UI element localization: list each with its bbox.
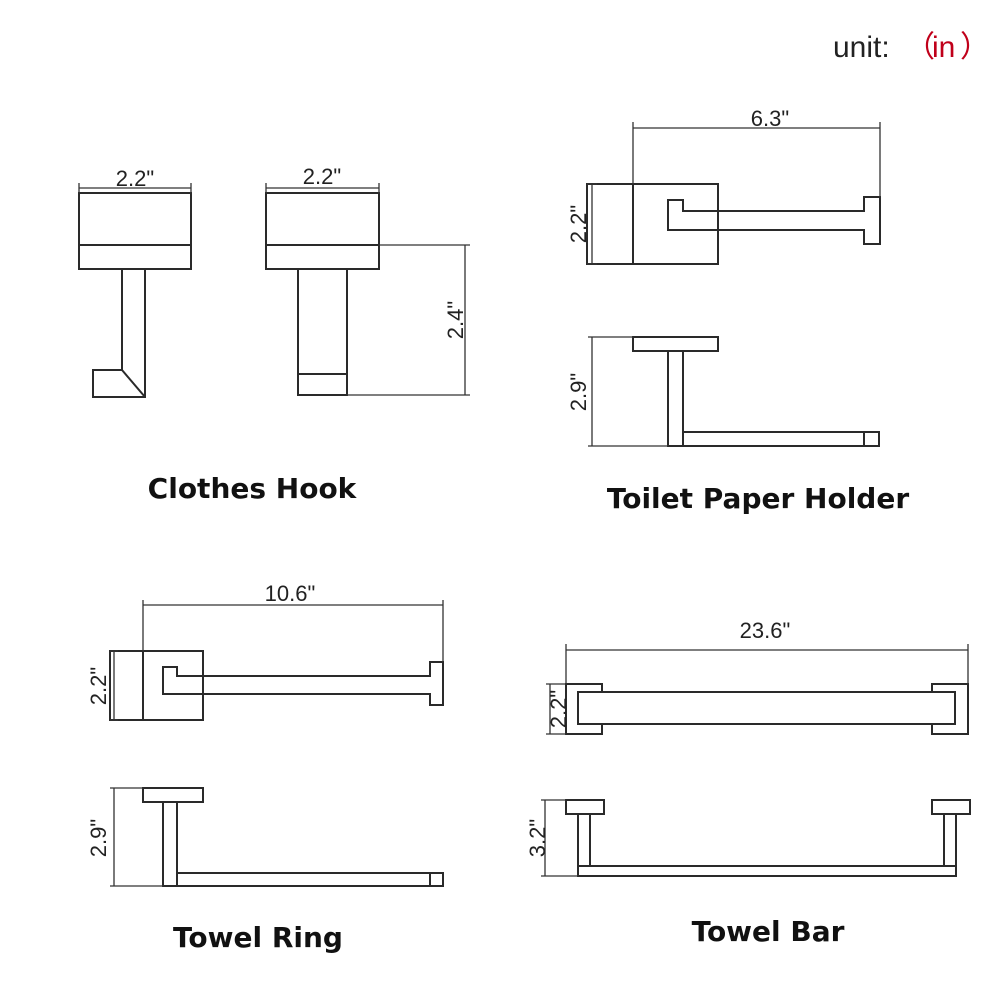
towel-bar-drawing: 23.6" 2.2" 3.2" Towel Bar: [525, 618, 971, 948]
clothes-hook-width-a-label: 2.2": [116, 166, 154, 191]
clothes-hook-front-view: [265, 192, 380, 396]
unit-value: in: [932, 31, 955, 64]
towel-ring-top-view: [109, 650, 444, 721]
clothes-hook-side-view: [78, 192, 192, 398]
unit-label: unit: （ in ）: [833, 31, 990, 64]
toilet-paper-holder-title: Toilet Paper Holder: [607, 482, 909, 515]
towel-ring-height-dimension: 2.9": [86, 787, 163, 887]
towel-ring-length-label: 10.6": [265, 581, 316, 606]
towel-bar-width-label: 2.2": [546, 690, 571, 728]
towel-ring-side-view: [142, 787, 444, 887]
towel-bar-height-dimension: 3.2": [525, 799, 578, 877]
toilet-paper-holder-height-label: 2.9": [566, 373, 591, 411]
towel-bar-length-label: 23.6": [740, 618, 791, 643]
towel-bar-side-view: [565, 799, 971, 877]
clothes-hook-drawing: 2.2" 2.2" 2.4" Clothes Hook: [78, 164, 470, 505]
towel-ring-width-label: 2.2": [86, 667, 111, 705]
clothes-hook-width-dimension-a: 2.2": [78, 166, 192, 193]
clothes-hook-title: Clothes Hook: [148, 472, 358, 505]
towel-ring-height-label: 2.9": [86, 819, 111, 857]
unit-close-paren: ）: [960, 31, 990, 64]
towel-bar-height-label: 3.2": [525, 819, 550, 857]
unit-open-paren: （: [905, 31, 935, 64]
towel-ring-title: Towel Ring: [173, 921, 343, 954]
toilet-paper-holder-top-view: [586, 183, 881, 265]
toilet-paper-holder-height-dimension: 2.9": [566, 336, 668, 447]
towel-ring-width-dimension: 2.2": [86, 650, 118, 721]
clothes-hook-height-dimension: 2.4": [347, 244, 470, 396]
towel-ring-drawing: 10.6" 2.2" 2.9" Towel Ring: [86, 581, 444, 954]
toilet-paper-holder-width-dimension: 2.2": [566, 183, 597, 265]
clothes-hook-width-dimension-b: 2.2": [265, 164, 380, 193]
towel-bar-width-dimension: 2.2": [546, 683, 571, 735]
toilet-paper-holder-side-view: [632, 336, 880, 447]
towel-bar-length-dimension: 23.6": [565, 618, 969, 684]
unit-prefix: unit:: [833, 31, 890, 64]
towel-bar-top-view: [565, 683, 969, 735]
towel-bar-title: Towel Bar: [692, 915, 845, 948]
toilet-paper-holder-length-label: 6.3": [751, 106, 789, 131]
toilet-paper-holder-width-label: 2.2": [566, 205, 591, 243]
clothes-hook-width-b-label: 2.2": [303, 164, 341, 189]
toilet-paper-holder-drawing: 6.3" 2.2" 2.9" Toilet Paper Holder: [566, 106, 909, 515]
toilet-paper-holder-length-dimension: 6.3": [632, 106, 881, 197]
towel-ring-length-dimension: 10.6": [142, 581, 444, 662]
clothes-hook-height-label: 2.4": [443, 301, 468, 339]
